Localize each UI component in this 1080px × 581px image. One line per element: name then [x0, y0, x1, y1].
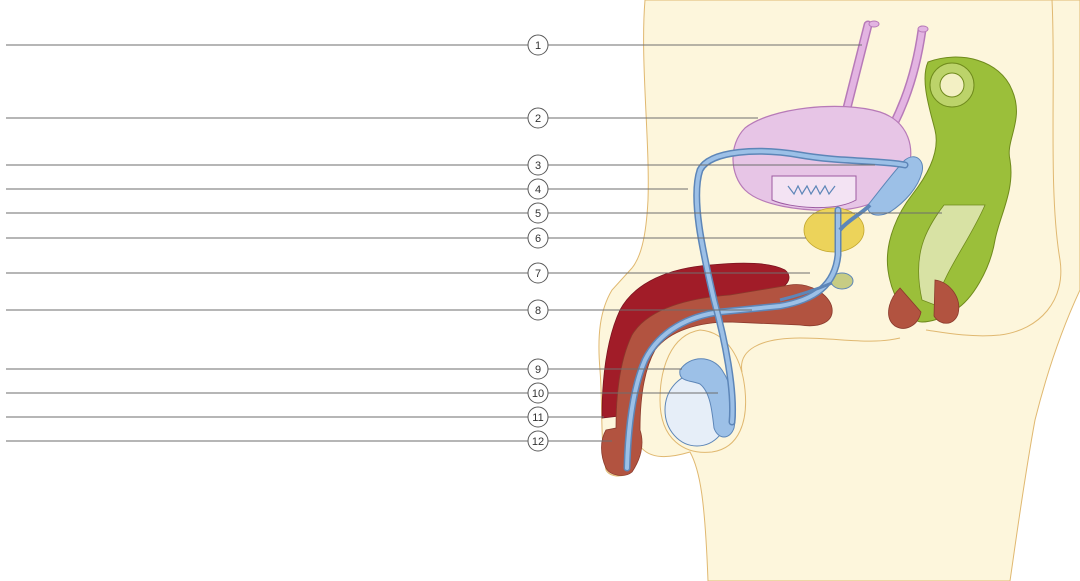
rectum-lumen-core — [940, 73, 964, 97]
ureter-cut-2 — [918, 26, 928, 32]
label-number-8: 8 — [535, 305, 541, 317]
label-number-11: 11 — [532, 412, 543, 424]
label-number-4: 4 — [535, 184, 541, 196]
label-number-5: 5 — [535, 208, 541, 220]
label-number-2: 2 — [535, 113, 541, 125]
label-number-9: 9 — [535, 364, 541, 376]
label-number-10: 10 — [532, 388, 544, 400]
label-number-12: 12 — [532, 436, 544, 448]
label-number-3: 3 — [535, 160, 541, 172]
label-number-1: 1 — [535, 40, 541, 52]
ureter-cut-1 — [869, 21, 879, 27]
label-number-7: 7 — [535, 268, 541, 280]
bladder-trigone — [772, 176, 856, 208]
label-number-6: 6 — [535, 233, 541, 245]
